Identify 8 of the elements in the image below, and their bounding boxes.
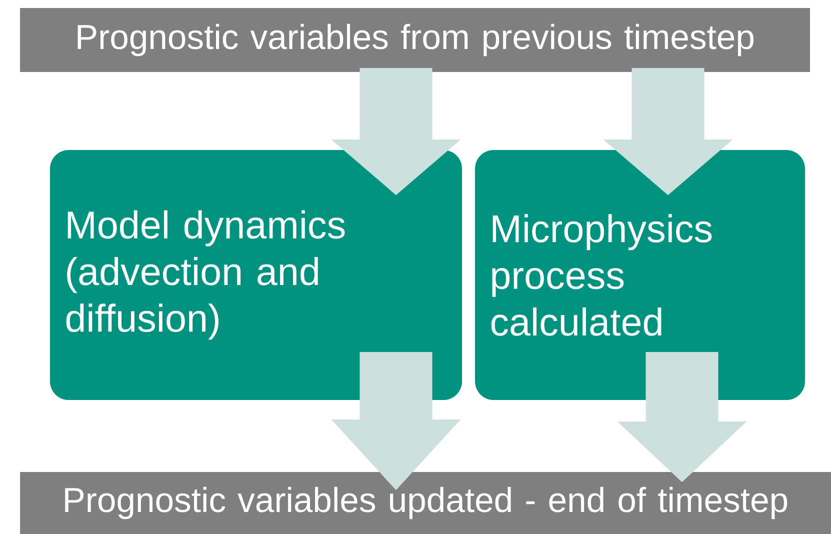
banner-box: Prognostic variables updated - end of timestep	[20, 472, 831, 534]
block-arrow	[617, 352, 747, 482]
block-arrow	[331, 68, 461, 196]
process-box: Model dynamics (advection and diffusion)	[50, 150, 462, 400]
block-arrow	[603, 68, 733, 196]
banner-box: Prognostic variables from previous timestep	[20, 8, 810, 72]
block-arrow	[331, 352, 461, 490]
process-box: Microphysics process calculated	[475, 150, 805, 400]
